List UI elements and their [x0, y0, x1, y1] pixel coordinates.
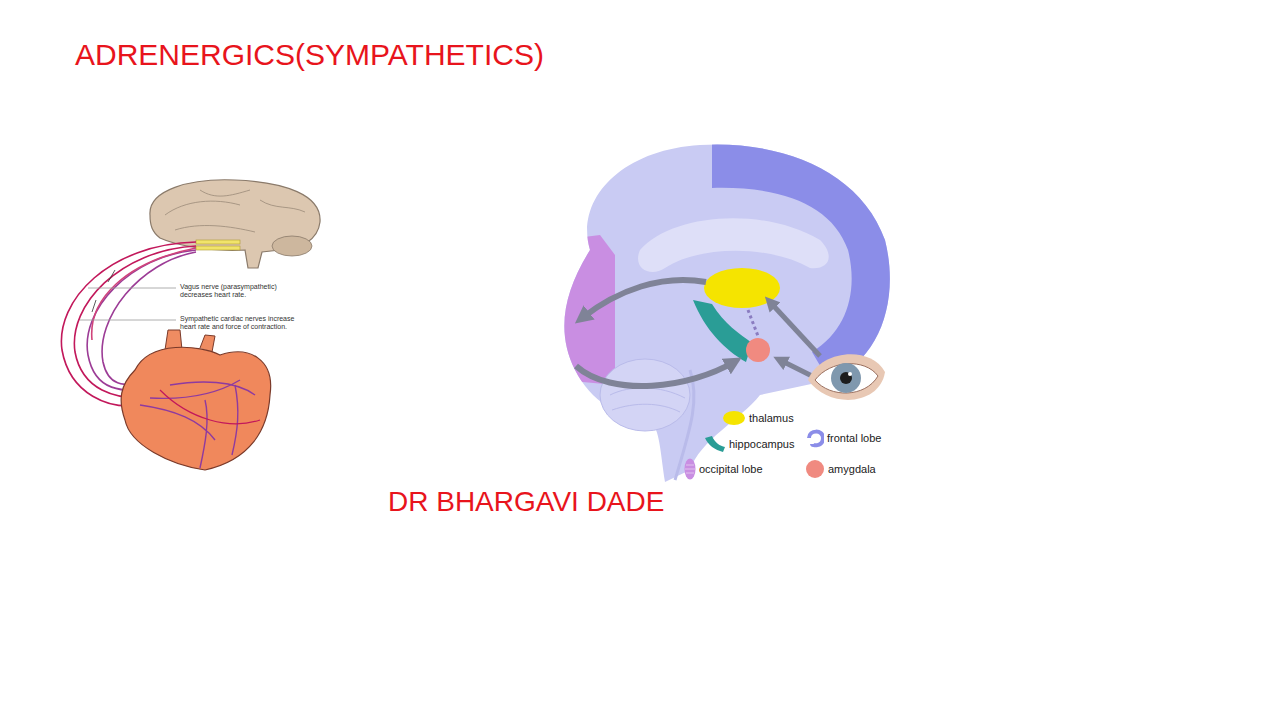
legend-text: occipital lobe — [699, 463, 763, 475]
nerve-note: Sympathetic cardiac nerves increase hear… — [180, 315, 302, 331]
heart — [121, 330, 271, 470]
legend-text: frontal lobe — [827, 432, 881, 444]
legend-text: hippocampus — [729, 438, 794, 450]
legend-swatch — [805, 459, 825, 479]
small-brain — [150, 180, 320, 268]
slide-title: ADRENERGICS(SYMPATHETICS) — [75, 38, 544, 73]
legend-item: amygdala — [805, 459, 876, 479]
legend-item: hippocampus — [704, 435, 794, 453]
legend-item: frontal lobe — [806, 428, 881, 448]
brain-sagittal — [560, 140, 896, 482]
legend-item: thalamus — [722, 410, 794, 426]
nerve-note: Vagus nerve (parasympathetic) decreases … — [180, 283, 302, 299]
legend-item: occipital lobe — [684, 458, 763, 480]
legend-text: thalamus — [749, 412, 794, 424]
legend-swatch — [722, 410, 746, 426]
legend-swatch — [704, 435, 726, 453]
eye — [808, 354, 885, 400]
legend-swatch — [806, 428, 824, 448]
legend-swatch — [684, 458, 696, 480]
legend-text: amygdala — [828, 463, 876, 475]
author-name: DR BHARGAVI DADE — [388, 486, 664, 518]
